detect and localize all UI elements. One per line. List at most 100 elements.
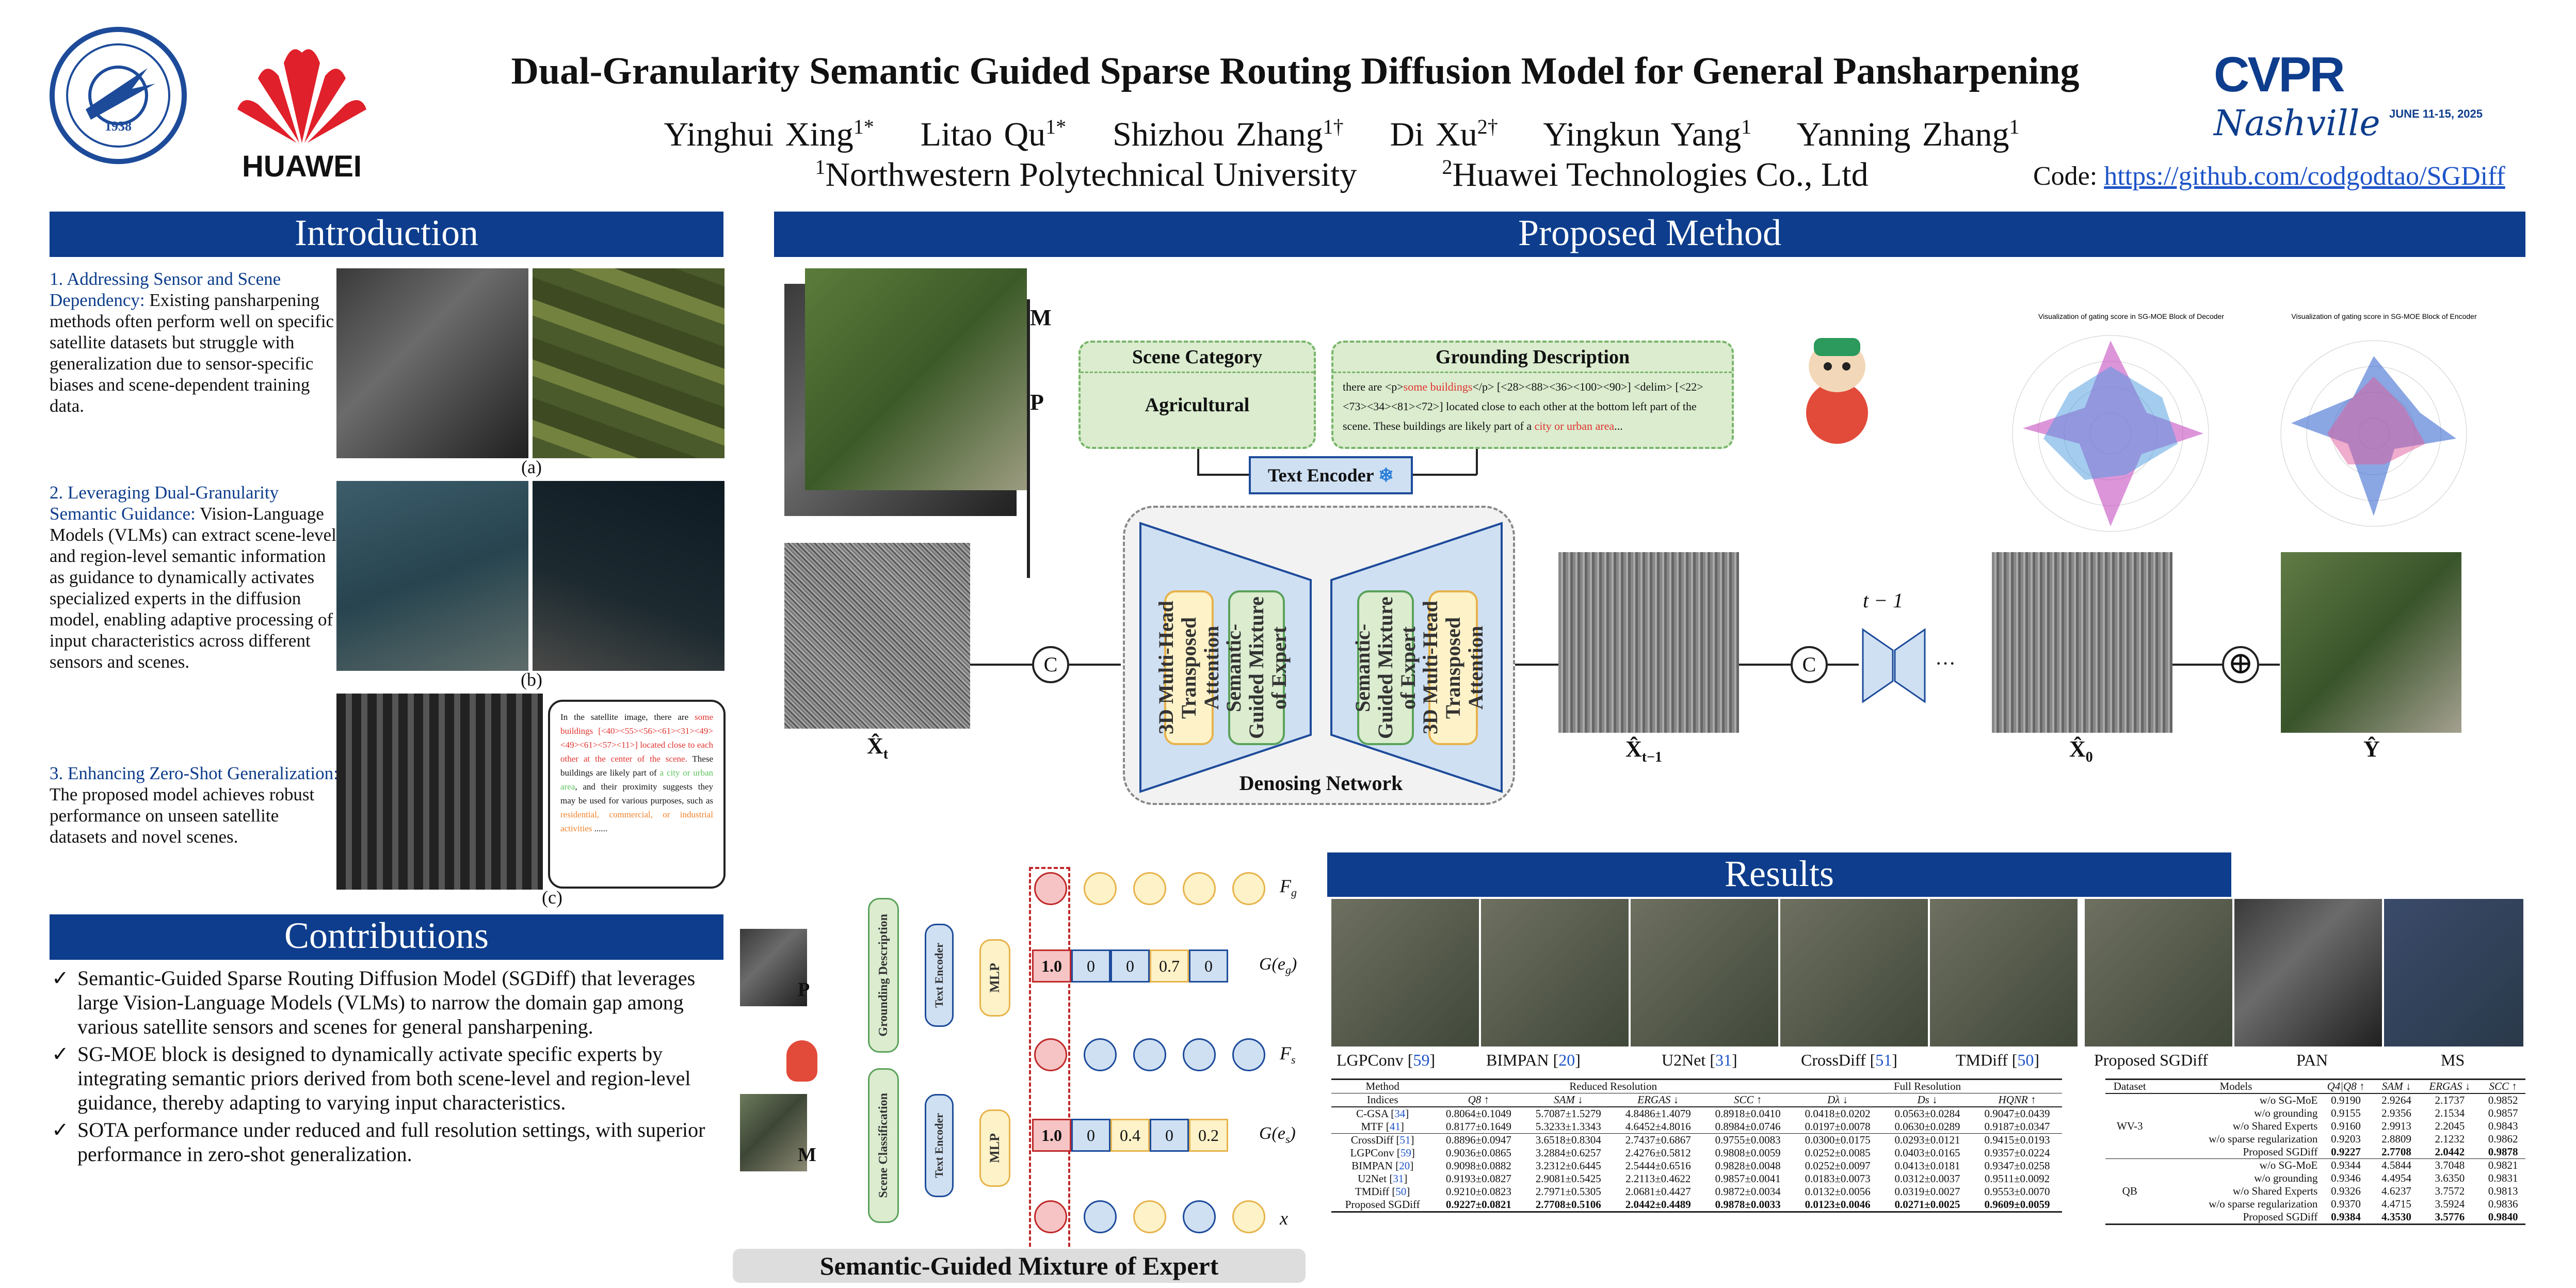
table-cell: 2.7971±0.5305: [1535, 1185, 1601, 1198]
scene-category-box: Scene Category Agricultural: [1078, 341, 1316, 449]
method-name: CrossDiff [51]: [1350, 1134, 1414, 1146]
label-ges: G(es): [1259, 1124, 1296, 1146]
table-cell: 4.6452±4.8016: [1625, 1120, 1691, 1133]
table-cell: 0.9878: [2488, 1146, 2518, 1158]
intro-item: 2. Leveraging Dual-Granularity Semantic …: [50, 482, 336, 672]
dataset-cell: [2105, 1107, 2154, 1120]
intro-item: 1. Addressing Sensor and Scene Dependenc…: [50, 269, 334, 416]
method-name: U2Net [31]: [1358, 1172, 1408, 1185]
method-name: BIMPAN [20]: [1351, 1160, 1414, 1172]
author: Shizhou Zhang1†: [1113, 115, 1344, 153]
table-cell: 3.5776: [2435, 1211, 2465, 1223]
method-name: Proposed SGDiff: [1345, 1198, 1420, 1211]
table-cell: 0.9836: [2488, 1198, 2518, 1210]
mini-mascot-icon: [786, 1040, 817, 1082]
table-cell: 0.9203: [2331, 1133, 2361, 1145]
table-cell: 2.9081±0.5425: [1535, 1172, 1601, 1185]
concat-node-2: C: [1791, 646, 1828, 683]
mlp-block-1: MLP: [979, 939, 1010, 1017]
label-m: M: [1030, 305, 1052, 330]
table-cell: 0.9326: [2331, 1185, 2361, 1197]
table-cell: 0.0630±0.0289: [1894, 1120, 1960, 1133]
table-cell: 0.9609±0.0059: [1984, 1198, 2050, 1211]
sgmoe-title: Semantic-Guided Mixture of Expert: [733, 1249, 1306, 1283]
table-cell: 4.4715: [2381, 1198, 2411, 1210]
table-cell: 0.9187±0.0347: [1984, 1120, 2050, 1133]
table-cell: 0.9415±0.0193: [1984, 1134, 2050, 1146]
intro-list: 1. Addressing Sensor and Scene Dependenc…: [50, 268, 339, 855]
label-x: x: [1280, 1208, 1288, 1229]
model-cell: w/o sparse regularization: [2209, 1198, 2318, 1210]
intro-image-a2: [533, 268, 725, 458]
label-geg: G(eg): [1259, 955, 1297, 976]
table-cell: 2.7708: [2381, 1146, 2411, 1158]
radar-chart-encoder: Visualization of gating score in SG-MOE …: [2280, 312, 2477, 527]
denoising-label: Denosing Network: [1239, 771, 1403, 795]
table-cell: 0.9160: [2331, 1120, 2361, 1132]
method-name: MTF [41]: [1361, 1120, 1404, 1133]
ellipsis: ···: [1935, 652, 1956, 675]
denoised-image-x0: [1992, 552, 2172, 733]
concat-node-1: C: [1032, 646, 1069, 683]
dataset-cell: [2105, 1198, 2154, 1211]
author: Litao Qu1*: [920, 115, 1067, 153]
model-cell: w/o SG-MoE: [2259, 1159, 2318, 1171]
table-cell: 0.9857: [2488, 1107, 2518, 1119]
github-link[interactable]: https://github.com/codgodtao/SGDiff: [2104, 162, 2505, 191]
gate-row-g: 1.0 0 0 0.7 0: [1032, 949, 1228, 983]
model-cell: w/o Shared Experts: [2232, 1185, 2318, 1197]
noisy-image-xt: [784, 543, 970, 729]
model-cell: w/o grounding: [2254, 1172, 2318, 1184]
author: Yingkun Yang1: [1543, 115, 1752, 153]
author: Di Xu2†: [1390, 115, 1498, 153]
label-a: (a): [521, 457, 542, 477]
table-cell: 0.0132±0.0056: [1805, 1185, 1871, 1198]
loop-label: t − 1: [1863, 589, 1904, 612]
label-p: P: [1030, 390, 1044, 415]
method-name: TMDiff [50]: [1355, 1185, 1410, 1198]
table-cell: 0.9036±0.0865: [1445, 1147, 1511, 1159]
table-cell: 0.0252±0.0085: [1805, 1147, 1871, 1159]
table-cell: 0.9862: [2488, 1133, 2518, 1145]
table-cell: 4.5844: [2381, 1159, 2411, 1171]
intro-image-b2: [533, 481, 725, 671]
results-method-labels: LGPConv [59] BIMPAN [20] U2Net [31] Cros…: [1337, 1051, 2465, 1069]
label-c: (c): [542, 887, 562, 908]
sgmoe-label-m: M: [798, 1144, 816, 1166]
table-cell: 0.9831: [2488, 1172, 2518, 1184]
intro-image-c: [336, 694, 543, 890]
intro-item: 3. Enhancing Zero-Shot Generalization: T…: [50, 763, 339, 847]
university-seal: 1938: [50, 27, 187, 164]
snowflake-icon: ❄: [1378, 465, 1394, 486]
sum-node: ⊕: [2222, 646, 2259, 683]
dataset-cell: [2105, 1172, 2154, 1185]
label-b: (b): [521, 669, 542, 690]
table-cell: 0.9553±0.0070: [1984, 1185, 2050, 1198]
cvpr-logo: CVPR Nashville JUNE 11-15, 2025: [2214, 47, 2483, 144]
contrib-header: Contributions: [50, 914, 723, 960]
table-cell: 2.5444±0.6516: [1625, 1160, 1691, 1172]
contrib-item: SOTA performance under reduced and full …: [52, 1118, 726, 1166]
intro-image-b1: [336, 481, 528, 671]
table-cell: 2.0442: [2435, 1146, 2465, 1158]
contrib-item: Semantic-Guided Sparse Routing Diffusion…: [52, 966, 726, 1039]
code-link: Code: https://github.com/codgodtao/SGDif…: [2033, 162, 2505, 191]
table-cell: 0.9878±0.0033: [1715, 1198, 1781, 1211]
sgmoe-label-p: P: [798, 979, 810, 1001]
model-cell: Proposed SGDiff: [2243, 1211, 2318, 1223]
table-cell: 3.5924: [2435, 1198, 2465, 1210]
table-cell: 0.0123±0.0046: [1805, 1198, 1871, 1211]
grounding-desc-block: Grounding Description: [868, 898, 899, 1053]
table-cell: 0.9193±0.0827: [1445, 1172, 1511, 1185]
table-cell: 3.6350: [2435, 1172, 2465, 1184]
poster-title: Dual-Granularity Semantic Guided Sparse …: [511, 50, 2080, 92]
table-cell: 0.9347±0.0258: [1984, 1160, 2050, 1172]
table-cell: 0.8064±0.1049: [1445, 1107, 1511, 1120]
